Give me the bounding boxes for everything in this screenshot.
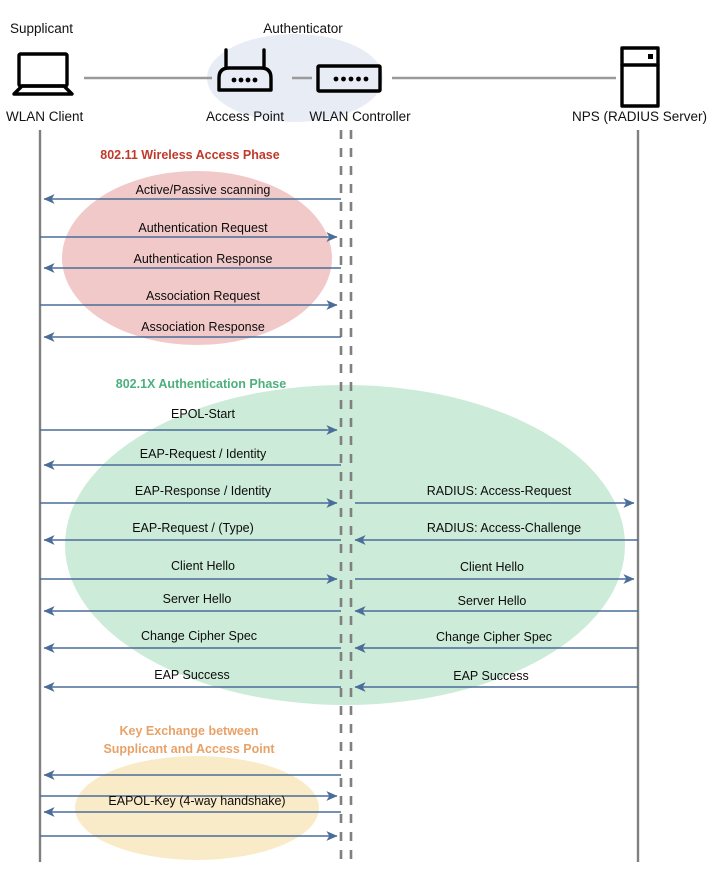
message-row: RADIUS: Access-Challenge [354,521,638,545]
phase-ellipse-8021x [65,385,625,705]
message-label-radius-access-challenge: RADIUS: Access-Challenge [427,521,581,535]
message-label-eap-success-right: EAP Success [453,669,529,683]
message-label-authentication-request: Authentication Request [138,221,268,235]
message-row: RADIUS: Access-Request [355,484,635,508]
message-row: Client Hello [355,560,635,584]
message-row: EAP-Request / (Type) [43,521,341,545]
phase-ellipse-80211 [62,171,332,345]
message-row: Authentication Request [40,221,338,242]
message-row: Association Response [43,320,341,342]
role-title-authenticator: Authenticator [263,21,343,36]
message-label-server-hello-left: Server Hello [163,592,232,606]
message-label-eapol-key-handshake: EAPOL-Key (4-way handshake) [108,794,285,808]
message-row: Client Hello [40,559,338,584]
message-label-eap-success-left: EAP Success [154,668,230,682]
message-row: EAP Success [43,668,341,692]
role-title-supplicant: Supplicant [10,21,73,36]
wlan-controller-icon [316,64,382,93]
message-label-association-request: Association Request [146,289,260,303]
message-label-eap-request-type: EAP-Request / (Type) [132,521,254,535]
message-label-change-cipher-spec-right: Change Cipher Spec [436,630,552,644]
message-label-change-cipher-spec-left: Change Cipher Spec [141,629,257,643]
message-label-eap-request-identity: EAP-Request / Identity [140,447,267,461]
message-label-client-hello-left: Client Hello [171,559,235,573]
server-icon [620,46,660,108]
phase-label-key-exchange-line2: Supplicant and Access Point [103,742,275,756]
phase-ellipse-key-exchange [75,756,319,860]
message-label-radius-access-request: RADIUS: Access-Request [427,484,572,498]
message-label-epol-start: EPOL-Start [171,407,235,421]
message-row: EPOL-Start [40,407,338,435]
message-row: Server Hello [43,592,341,616]
message-row: Authentication Response [43,252,341,273]
message-label-eap-response-identity: EAP-Response / Identity [135,484,272,498]
phase-label-8021x: 802.1X Authentication Phase [116,377,286,391]
message-row: Change Cipher Spec [354,630,638,653]
message-row: Association Request [40,289,338,310]
message-label-authentication-response: Authentication Response [134,252,273,266]
phase-label-80211: 802.11 Wireless Access Phase [100,148,279,162]
message-row: EAP-Request / Identity [43,447,341,470]
node-label-wlan-controller: WLAN Controller [309,109,411,124]
message-label-client-hello-right: Client Hello [460,560,524,574]
access-point-icon [217,48,273,92]
message-label-active-passive-scanning: Active/Passive scanning [136,183,271,197]
message-row: Active/Passive scanning [43,183,341,204]
node-label-access-point: Access Point [206,109,284,124]
message-row: EAP Success [354,669,638,692]
message-row: Server Hello [354,594,638,616]
message-label-server-hello-right: Server Hello [458,594,527,608]
node-label-wlan-client: WLAN Client [6,109,84,124]
message-row: Change Cipher Spec [43,629,341,653]
phase-label-key-exchange-line1: Key Exchange between [120,724,259,738]
node-label-nps-radius-server: NPS (RADIUS Server) [572,109,707,124]
message-row: EAP-Response / Identity [40,484,338,508]
laptop-icon [12,52,74,96]
message-label-association-response: Association Response [141,320,265,334]
